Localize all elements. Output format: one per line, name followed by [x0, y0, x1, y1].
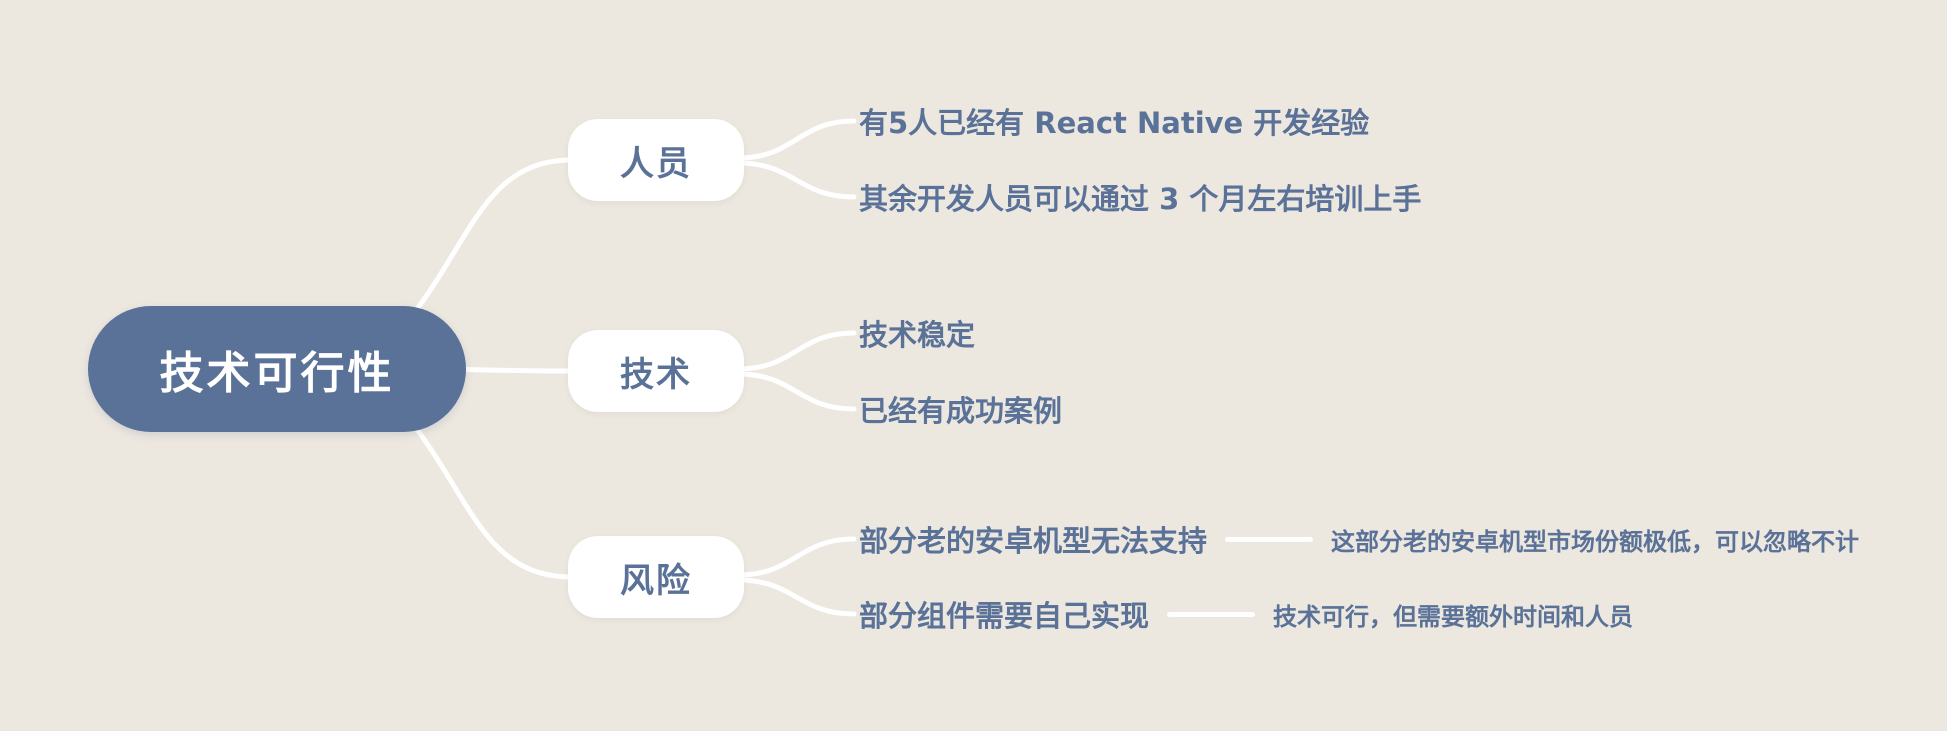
leaf-node-risk-old-devices[interactable]: 部分老的安卓机型无法支持 [859, 524, 1208, 558]
connector-root-people [397, 157, 575, 333]
leaf-node-tech-cases[interactable]: 已经有成功案例 [859, 394, 1063, 428]
root-node[interactable]: 技术可行性 [88, 306, 466, 432]
connector-tech-leaf1 [735, 330, 857, 372]
connector-risk-note-1 [1225, 536, 1314, 542]
connector-risk-leaf1 [735, 536, 857, 578]
note-node-custom-components[interactable]: 技术可行，但需要额外时间和人员 [1273, 602, 1634, 631]
leaf-node-tech-stable[interactable]: 技术稳定 [859, 318, 976, 352]
connector-risk-leaf2 [735, 577, 857, 617]
branch-label-risk: 风险 [620, 560, 692, 601]
risk-row-custom-components: 部分组件需要自己实现 技术可行，但需要额外时间和人员 [859, 593, 1633, 635]
leaf-node-people-experience[interactable]: 有5人已经有 React Native 开发经验 [859, 106, 1370, 140]
note-node-old-devices[interactable]: 这部分老的安卓机型市场份额极低，可以忽略不计 [1331, 527, 1860, 556]
leaf-node-people-training[interactable]: 其余开发人员可以通过 3 个月左右培训上手 [859, 182, 1422, 216]
branch-node-people[interactable]: 人员 [568, 119, 744, 201]
connector-people-leaf2 [735, 160, 857, 200]
connector-root-risk [397, 405, 575, 580]
leaf-node-risk-custom-components[interactable]: 部分组件需要自己实现 [859, 599, 1150, 633]
branch-node-risk[interactable]: 风险 [568, 536, 744, 618]
risk-row-old-devices: 部分老的安卓机型无法支持 这部分老的安卓机型市场份额极低，可以忽略不计 [859, 518, 1859, 560]
branch-label-people: 人员 [620, 143, 692, 184]
connector-tech-leaf2 [735, 371, 857, 412]
root-label: 技术可行性 [159, 348, 395, 399]
branch-label-tech: 技术 [620, 354, 692, 395]
connector-risk-note-2 [1167, 611, 1256, 617]
branch-node-tech[interactable]: 技术 [568, 330, 744, 412]
connector-people-leaf1 [735, 118, 857, 161]
